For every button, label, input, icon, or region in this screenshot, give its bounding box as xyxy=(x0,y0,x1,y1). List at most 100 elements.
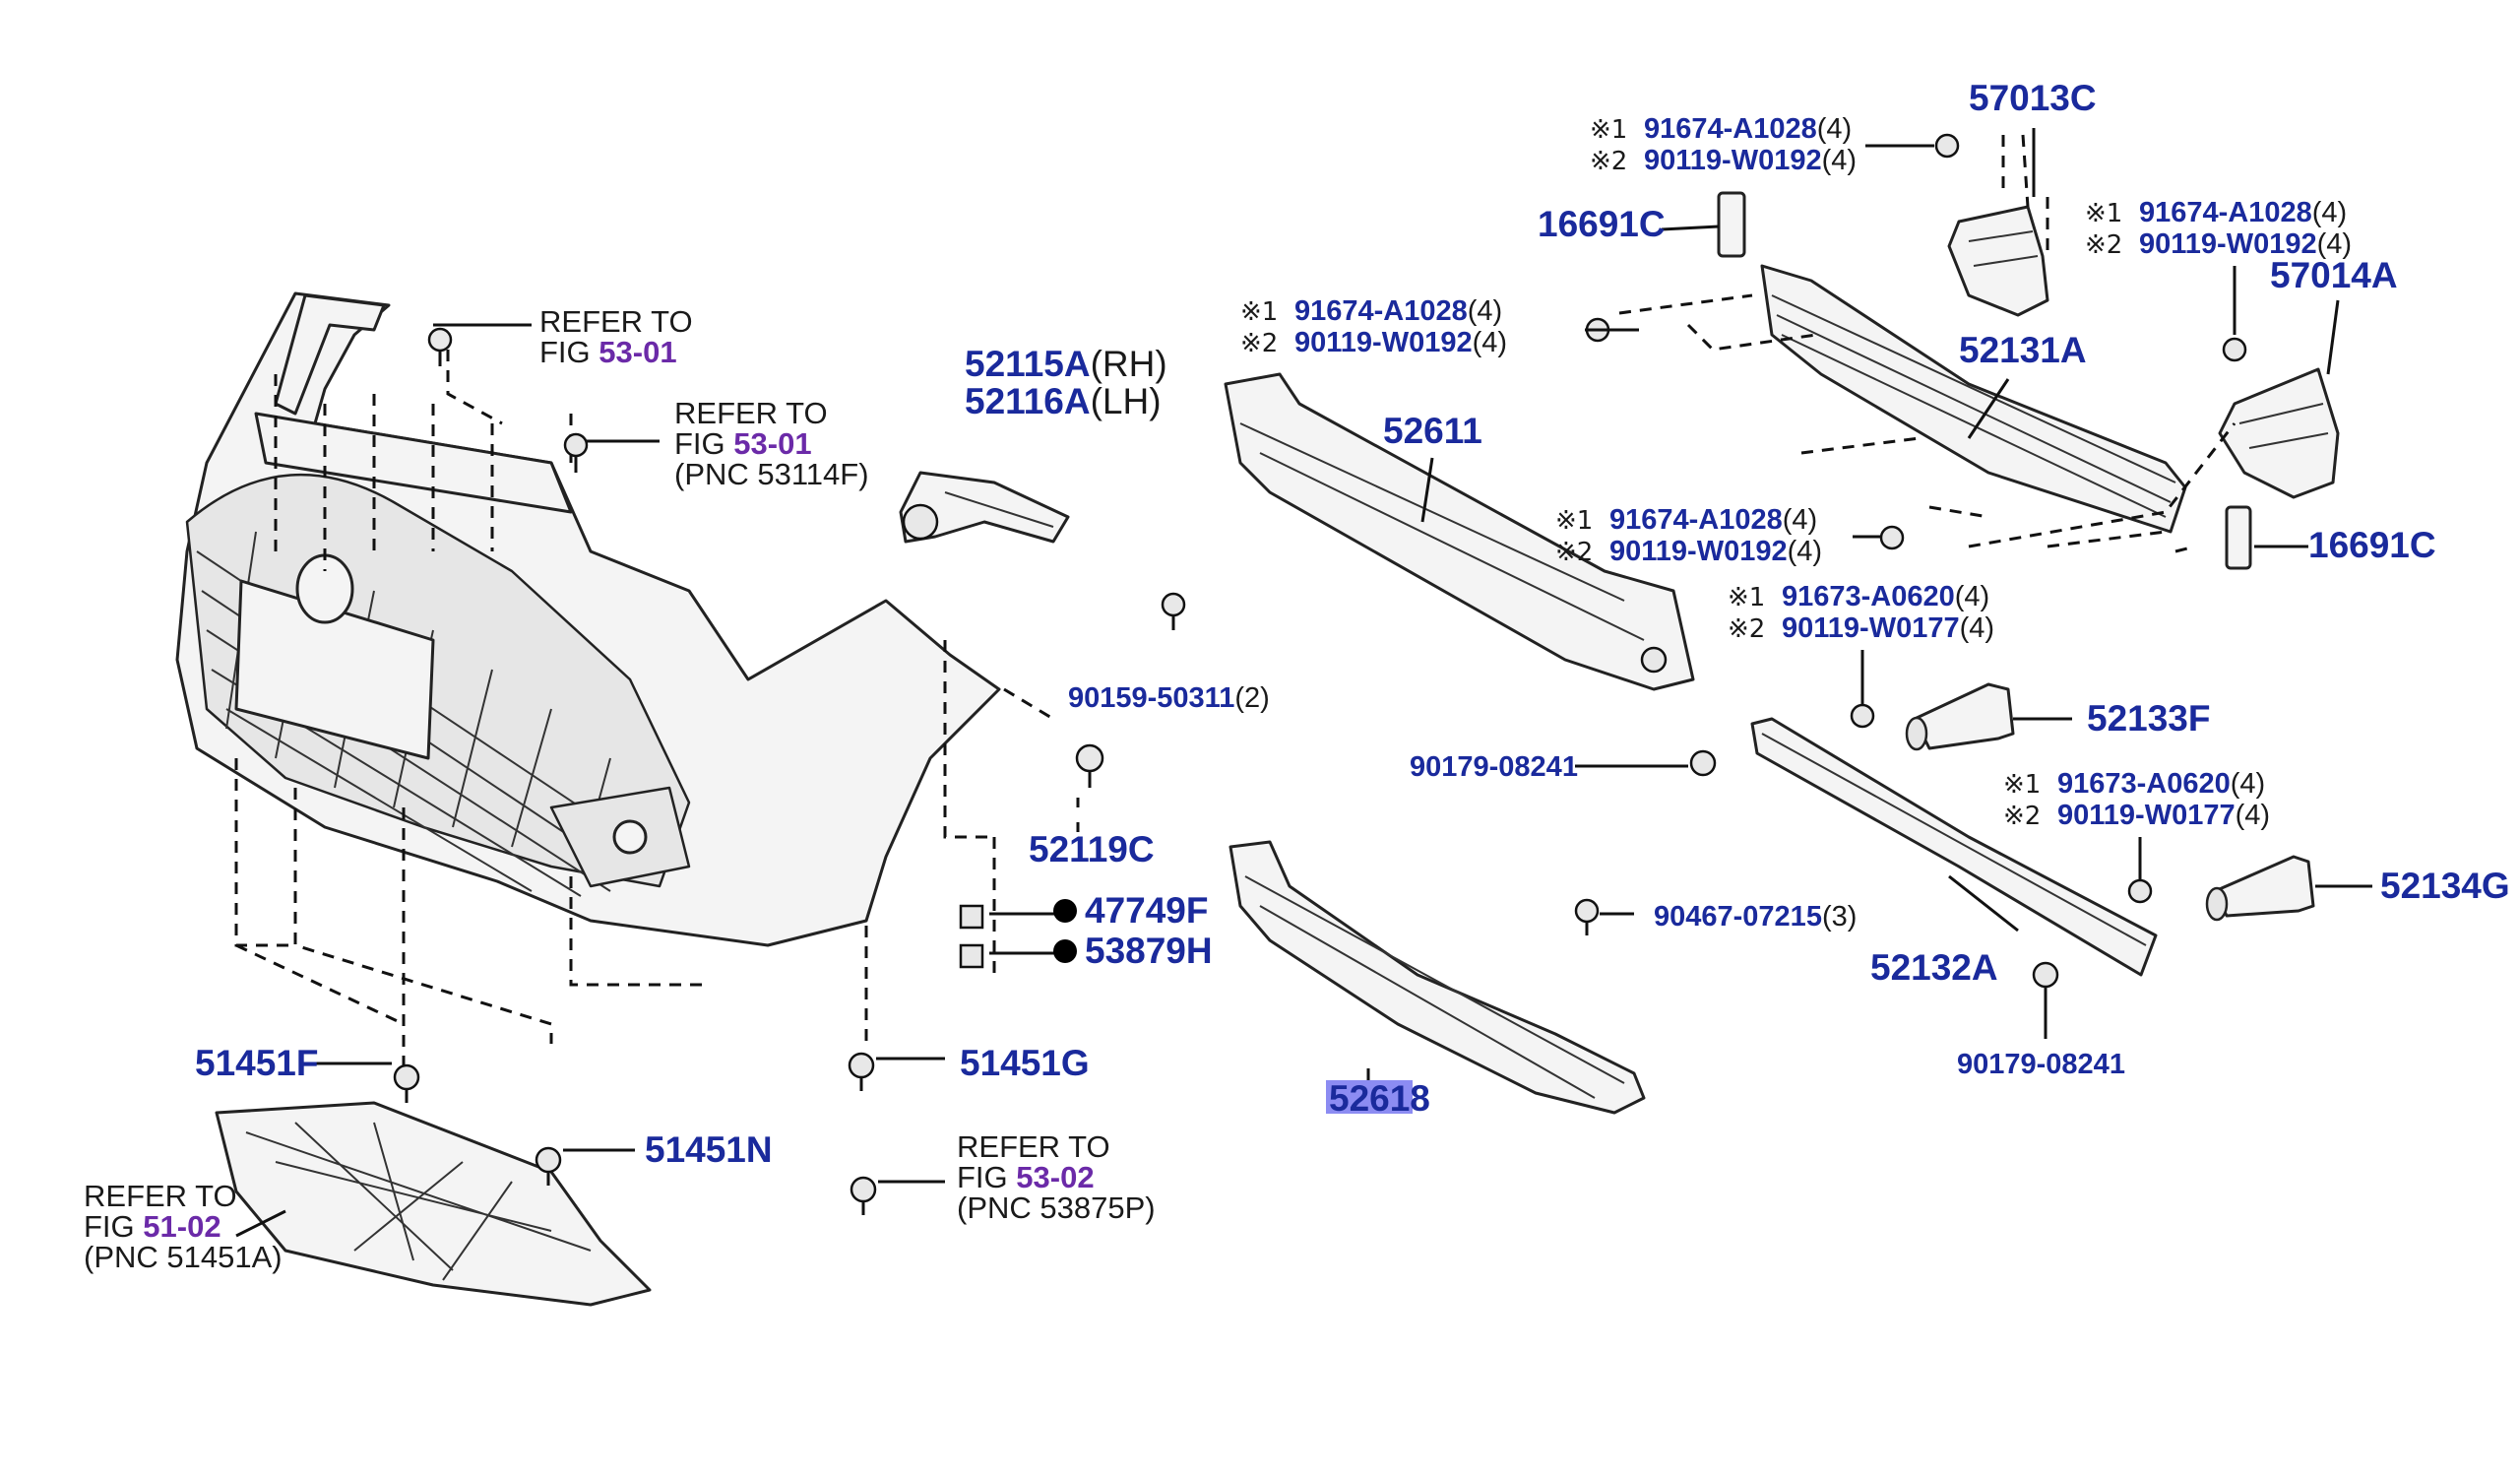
pad-16691c-top xyxy=(1717,191,1746,258)
svg-text:FIG 53-01: FIG 53-01 xyxy=(674,426,812,461)
callout-mid-left: ※1 91674-A1028(4) ※2 90119-W0192(4) xyxy=(1240,295,1507,358)
part-label-51451f: 51451F xyxy=(195,1043,319,1083)
part-label-90467: 90467-07215(3) xyxy=(1654,901,1857,933)
svg-text:REFER TO: REFER TO xyxy=(674,396,828,430)
bumper-cover-drawing xyxy=(175,291,1001,947)
reinforcement-52131a-drawing xyxy=(1760,264,2187,534)
svg-text:90119-W0177(4): 90119-W0177(4) xyxy=(2057,800,2270,831)
bolt-icon xyxy=(1850,703,1875,729)
nut-icon xyxy=(959,904,984,930)
svg-text:※1: ※1 xyxy=(1240,297,1278,327)
svg-text:※1: ※1 xyxy=(1590,115,1627,145)
reference-3: REFER TO FIG 53-02 (PNC 53875P) xyxy=(957,1129,1156,1225)
highlight-52618 xyxy=(1326,1080,1413,1114)
bracket-52134g-drawing xyxy=(2205,855,2315,922)
svg-text:(PNC 51451A): (PNC 51451A) xyxy=(84,1240,283,1274)
nut-icon xyxy=(1689,749,1717,777)
svg-text:91674-A1028(4): 91674-A1028(4) xyxy=(1609,504,1817,536)
part-label-52134g: 52134G xyxy=(2380,866,2510,906)
absorber-52611-drawing xyxy=(1224,372,1695,691)
svg-text:90119-W0192(4): 90119-W0192(4) xyxy=(1644,145,1857,176)
svg-text:FIG 53-01: FIG 53-01 xyxy=(539,335,677,369)
fasteners xyxy=(393,133,2247,1215)
part-label-53879h: 53879H xyxy=(1085,931,1213,971)
svg-text:91674-A1028(4): 91674-A1028(4) xyxy=(1644,113,1852,145)
right-guide-lines xyxy=(1618,134,2236,553)
svg-text:※1: ※1 xyxy=(2085,199,2122,228)
part-label-51451n: 51451N xyxy=(645,1129,773,1170)
part-label-52618: 52618 xyxy=(1329,1078,1430,1119)
svg-text:FIG 51-02: FIG 51-02 xyxy=(84,1209,221,1244)
clip-icon xyxy=(848,1052,875,1091)
nut-icon xyxy=(2032,961,2059,989)
part-label-52611: 52611 xyxy=(1383,411,1482,451)
screw-icon xyxy=(1161,592,1186,630)
svg-text:90119-W0177(4): 90119-W0177(4) xyxy=(1782,612,1994,644)
part-label-57013c: 57013C xyxy=(1969,78,2097,118)
clip-icon xyxy=(427,327,453,366)
callout-bracket-52134g: ※1 91673-A0620(4) ※2 90119-W0177(4) xyxy=(2003,768,2270,831)
part-label-47749f: 47749F xyxy=(1085,890,1209,931)
reference-1: REFER TO FIG 53-01 xyxy=(539,304,693,369)
svg-text:※2: ※2 xyxy=(1728,614,1765,644)
emblem xyxy=(295,553,354,624)
under-cover-drawing xyxy=(215,1101,652,1307)
svg-text:(PNC 53114F): (PNC 53114F) xyxy=(674,457,869,491)
clip-icon xyxy=(563,432,589,473)
part-label-90179-a: 90179-08241 xyxy=(1410,751,1578,783)
part-labels: 57013C 16691C 57014A 52131A 52611 16691C… xyxy=(195,78,2510,1170)
part-label-90159: 90159-50311(2) xyxy=(1068,682,1270,714)
svg-text:※1: ※1 xyxy=(1555,506,1593,536)
part-label-57014a: 57014A xyxy=(2270,255,2398,295)
clip-icon xyxy=(393,1063,420,1103)
svg-text:91674-A1028(4): 91674-A1028(4) xyxy=(1294,295,1502,327)
absorber-52618-drawing xyxy=(1228,840,1646,1115)
part-label-52115a: 52115A(RH) xyxy=(965,344,1167,384)
part-label-52133f: 52133F xyxy=(2087,698,2211,739)
bracket-57014a-drawing xyxy=(2218,367,2340,499)
screw-icon xyxy=(850,1176,877,1215)
part-label-90179-b: 90179-08241 xyxy=(1957,1049,2125,1080)
callout-mid-lower: ※1 91674-A1028(4) ※2 90119-W0192(4) xyxy=(1555,504,1822,567)
svg-text:91674-A1028(4): 91674-A1028(4) xyxy=(2139,197,2347,228)
part-label-16691c-top: 16691C xyxy=(1538,204,1666,244)
clip-icon xyxy=(1075,743,1104,788)
bolt-icon xyxy=(1934,133,1960,159)
svg-text:※1: ※1 xyxy=(1728,583,1765,612)
svg-text:※2: ※2 xyxy=(1240,329,1278,358)
svg-text:91673-A0620(4): 91673-A0620(4) xyxy=(1782,581,1989,612)
callout-right-57014: ※1 91674-A1028(4) ※2 90119-W0192(4) xyxy=(2085,197,2352,260)
part-label-52131a: 52131A xyxy=(1959,330,2087,370)
svg-text:(PNC 53875P): (PNC 53875P) xyxy=(957,1190,1156,1225)
clip-icon xyxy=(535,1146,562,1186)
svg-text:※1: ※1 xyxy=(2003,770,2041,800)
svg-text:※2: ※2 xyxy=(2003,802,2041,831)
svg-text:FIG 53-02: FIG 53-02 xyxy=(957,1160,1095,1194)
part-label-52132a: 52132A xyxy=(1870,947,1998,988)
bolt-icon xyxy=(1879,525,1905,550)
svg-text:90119-W0192(4): 90119-W0192(4) xyxy=(2139,228,2352,260)
reference-4: REFER TO FIG 51-02 (PNC 51451A) xyxy=(84,1179,283,1274)
part-label-16691c-right: 16691C xyxy=(2308,525,2436,565)
callout-top-right: ※1 91674-A1028(4) ※2 90119-W0192(4) xyxy=(1590,113,1857,176)
svg-text:※2: ※2 xyxy=(2085,230,2122,260)
svg-text:REFER TO: REFER TO xyxy=(84,1179,237,1213)
svg-text:91673-A0620(4): 91673-A0620(4) xyxy=(2057,768,2265,800)
svg-text:90119-W0192(4): 90119-W0192(4) xyxy=(1294,327,1507,358)
part-label-51451g: 51451G xyxy=(960,1043,1090,1083)
reference-2: REFER TO FIG 53-01 (PNC 53114F) xyxy=(674,396,869,491)
bracket-57013c-drawing xyxy=(1947,205,2049,317)
leader-lines xyxy=(235,128,2372,1238)
callout-bracket-52133f: ※1 91673-A0620(4) ※2 90119-W0177(4) xyxy=(1728,581,1994,644)
license-plate-area xyxy=(234,579,435,760)
lower-reinforcement-drawing xyxy=(1750,717,2158,977)
svg-text:※2: ※2 xyxy=(1590,147,1627,176)
part-label-52116a: 52116A(LH) xyxy=(965,381,1162,421)
bolt-icon xyxy=(2222,337,2247,362)
filled-dot-icon xyxy=(1053,899,1077,923)
filled-dot-icon xyxy=(1053,939,1077,963)
nut-icon xyxy=(959,943,984,969)
bracket-52133f-drawing xyxy=(1905,682,2015,751)
svg-text:※2: ※2 xyxy=(1555,538,1593,567)
